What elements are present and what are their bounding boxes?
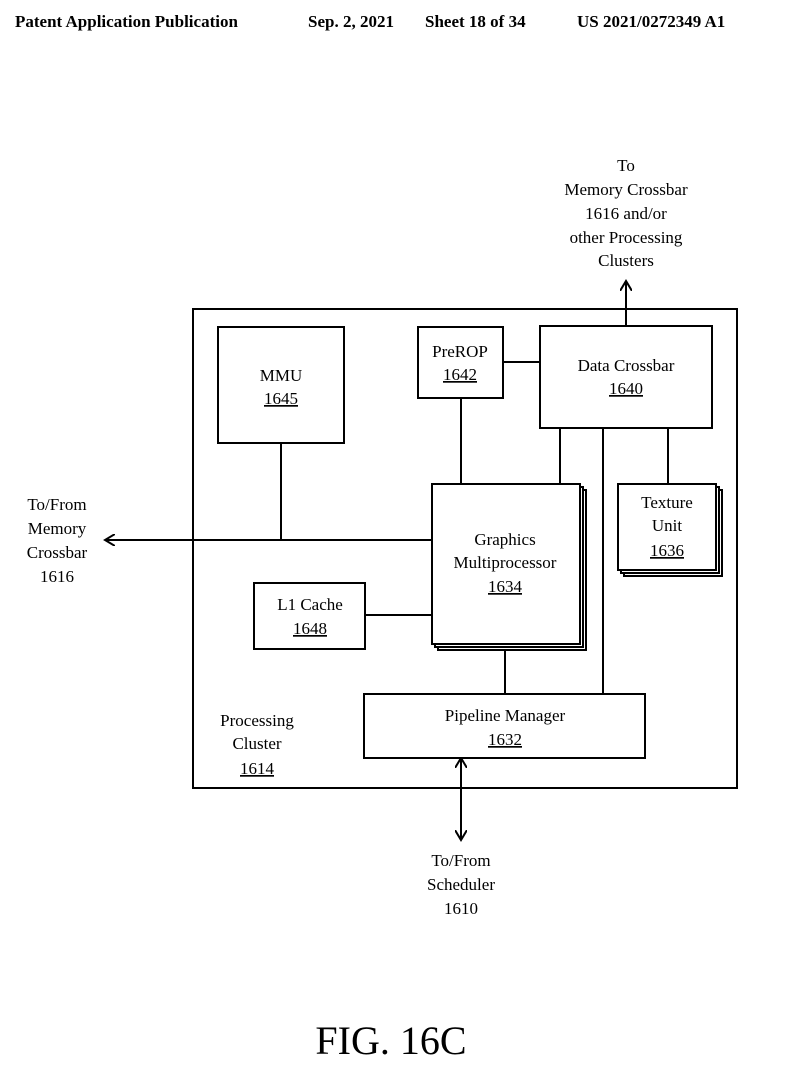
mmu-ref: 1645 [264,389,298,408]
publication-date: Sep. 2, 2021 [308,12,394,31]
data-crossbar-box [539,325,713,429]
texture-unit-label-1: Texture [641,493,693,512]
pipeline-manager-ref: 1632 [488,730,522,749]
pipeline-manager-label: Pipeline Manager [445,706,566,725]
processing-cluster-label-2: Cluster [232,734,281,753]
bottom-output-line-2: Scheduler [427,875,495,894]
data-crossbar-ref: 1640 [609,379,643,398]
top-output-line-3: 1616 and/or [585,204,667,223]
l1-cache-box [253,582,366,650]
texture-unit-label-2: Unit [652,516,683,535]
prerop-box [417,326,504,399]
l1-cache-label: L1 Cache [277,595,343,614]
top-output-line-5: Clusters [598,251,654,270]
top-output-line-1: To [617,156,635,175]
top-output-line-2: Memory Crossbar [564,180,688,199]
left-output-line-3: Crossbar [27,543,88,562]
sheet-number: Sheet 18 of 34 [425,12,526,31]
l1-cache-ref: 1648 [293,619,327,638]
processing-cluster-ref: 1614 [240,759,275,778]
left-output-line-2: Memory [28,519,87,538]
left-output-line-4: 1616 [40,567,74,586]
texture-unit-box [617,483,717,571]
prerop-label: PreROP [432,342,488,361]
data-crossbar-label: Data Crossbar [578,356,675,375]
processing-cluster-label-1: Processing [220,711,294,730]
publication-label: Patent Application Publication [15,12,238,31]
top-output-line-4: other Processing [570,228,683,247]
mmu-label: MMU [260,366,303,385]
graphics-mp-label-1: Graphics [474,530,535,549]
prerop-ref: 1642 [443,365,477,384]
graphics-mp-box [431,483,581,645]
mmu-box [217,326,345,444]
left-output-line-1: To/From [27,495,86,514]
figure-label: FIG. 16C [315,1018,466,1063]
graphics-mp-ref: 1634 [488,577,523,596]
patent-header: Patent Application Publication Sep. 2, 2… [15,12,785,36]
bottom-output-line-1: To/From [431,851,490,870]
bottom-output-line-3: 1610 [444,899,478,918]
texture-unit-ref: 1636 [650,541,684,560]
graphics-mp-label-2: Multiprocessor [454,553,557,572]
pipeline-manager-box [363,693,646,759]
publication-number: US 2021/0272349 A1 [577,12,726,31]
